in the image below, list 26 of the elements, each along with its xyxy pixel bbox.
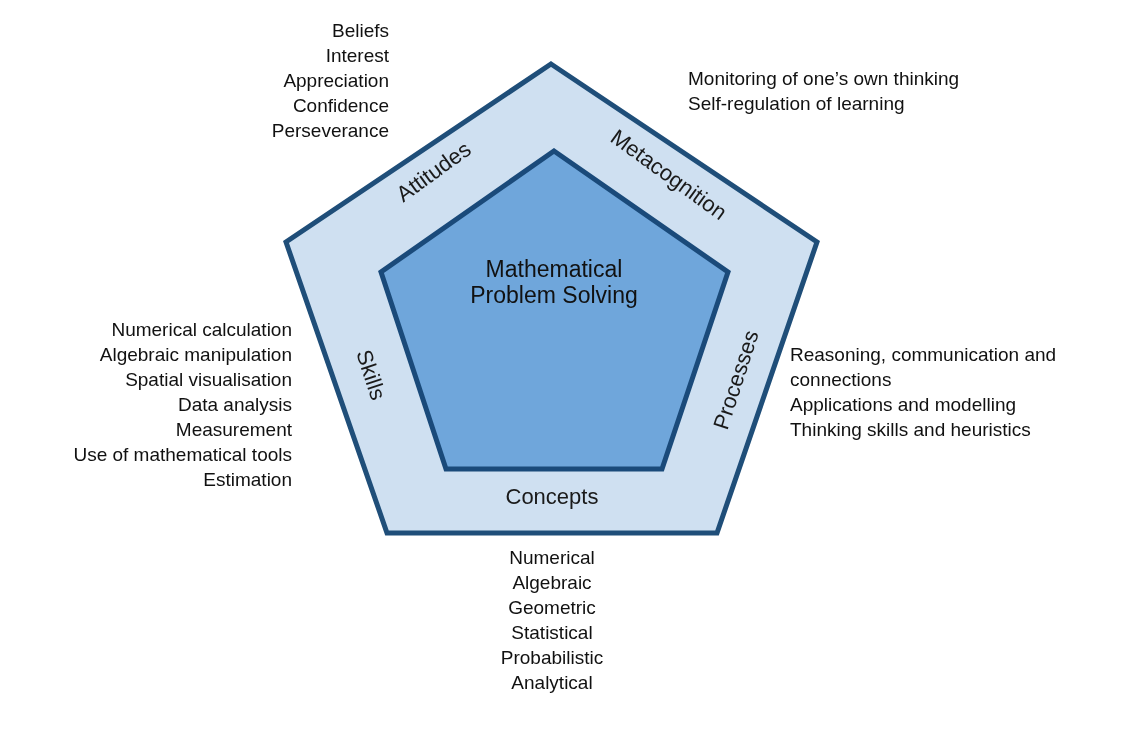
list-item: Numerical calculation bbox=[110, 318, 292, 342]
list-item: Perseverance bbox=[271, 119, 389, 143]
list-item: Interest bbox=[324, 44, 389, 68]
list-item: Algebraic bbox=[511, 571, 593, 595]
band-label: Concepts bbox=[505, 484, 599, 510]
list-item: Probabilistic bbox=[499, 646, 605, 670]
band-label: Skills bbox=[349, 346, 391, 404]
list-item: Geometric bbox=[507, 596, 597, 620]
list-item: Confidence bbox=[291, 94, 389, 118]
list-item: Spatial visualisation bbox=[124, 368, 292, 392]
list-item: Reasoning, communication and connections bbox=[790, 343, 1058, 392]
list-item: Statistical bbox=[510, 621, 594, 645]
center-title: Mathematical Problem Solving bbox=[469, 255, 639, 309]
list-item: Appreciation bbox=[282, 69, 389, 93]
list-item: Estimation bbox=[202, 468, 292, 492]
list-item: Analytical bbox=[510, 671, 594, 695]
list-item: Monitoring of one’s own thinking bbox=[688, 67, 960, 91]
list-item: Use of mathematical tools bbox=[73, 443, 292, 467]
list-item: Numerical bbox=[508, 546, 596, 570]
list-item: Applications and modelling bbox=[790, 393, 1018, 417]
list-item: Beliefs bbox=[330, 19, 389, 43]
list-item: Data analysis bbox=[176, 393, 292, 417]
list-item: Self-regulation of learning bbox=[688, 92, 906, 116]
list-item: Algebraic manipulation bbox=[98, 343, 292, 367]
list-item: Measurement bbox=[174, 418, 292, 442]
list-item: Thinking skills and heuristics bbox=[790, 418, 1032, 442]
